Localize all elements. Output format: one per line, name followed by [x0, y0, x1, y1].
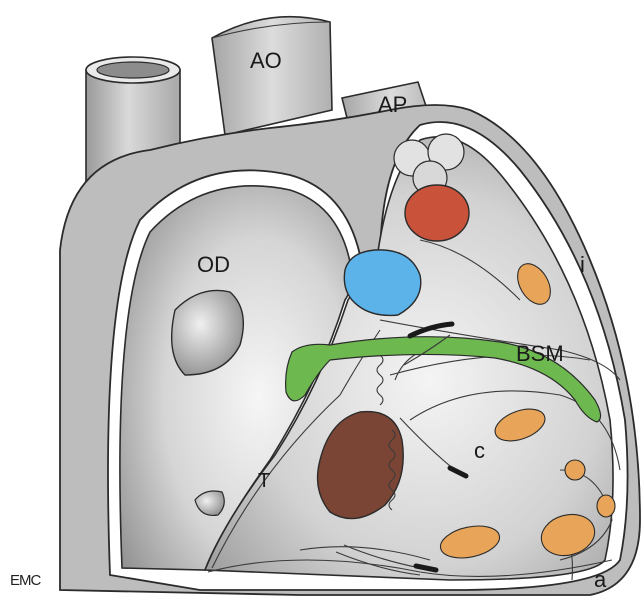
- label-a: a: [594, 567, 607, 592]
- label-i: i: [580, 252, 585, 277]
- label-bsm: BSM: [516, 341, 564, 366]
- label-t: T: [258, 470, 270, 492]
- label-c: c: [474, 438, 485, 463]
- aorta: [212, 17, 332, 135]
- credit-text: EMC: [10, 572, 42, 589]
- label-od: OD: [197, 252, 230, 277]
- red-structure: [405, 185, 469, 241]
- label-ap: AP: [378, 92, 407, 117]
- label-ao: AO: [250, 48, 282, 73]
